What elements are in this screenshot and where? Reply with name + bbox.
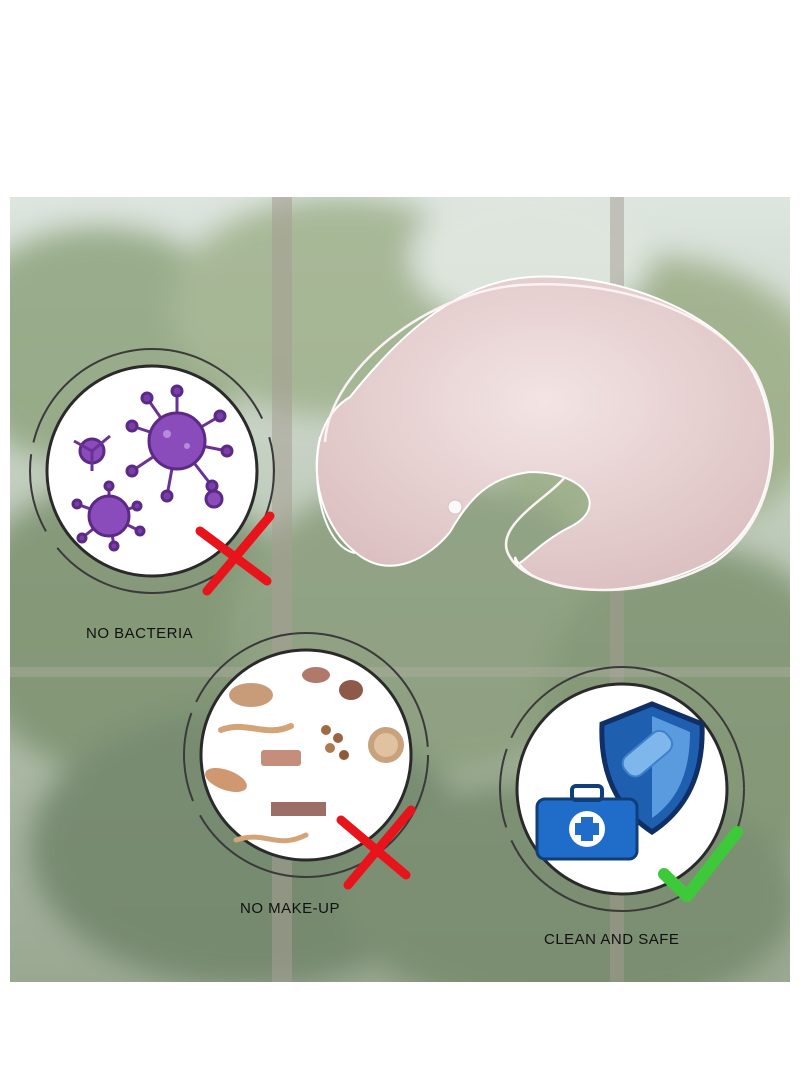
no-makeup-badge bbox=[176, 630, 436, 890]
virus-icon bbox=[71, 384, 234, 552]
no-bacteria-label: NO BACTERIA bbox=[86, 625, 194, 642]
clean-and-safe-label: CLEAN AND SAFE bbox=[544, 931, 680, 948]
cross-icon bbox=[336, 805, 416, 890]
no-bacteria-badge bbox=[22, 346, 282, 606]
clean-and-safe-badge bbox=[492, 664, 752, 924]
makeup-icon bbox=[205, 667, 404, 844]
cross-icon bbox=[195, 511, 275, 596]
neck-pillow-image bbox=[315, 275, 774, 592]
shield-first-aid-icon bbox=[535, 701, 705, 861]
check-icon bbox=[658, 826, 743, 902]
no-makeup-label: NO MAKE-UP bbox=[240, 900, 341, 917]
